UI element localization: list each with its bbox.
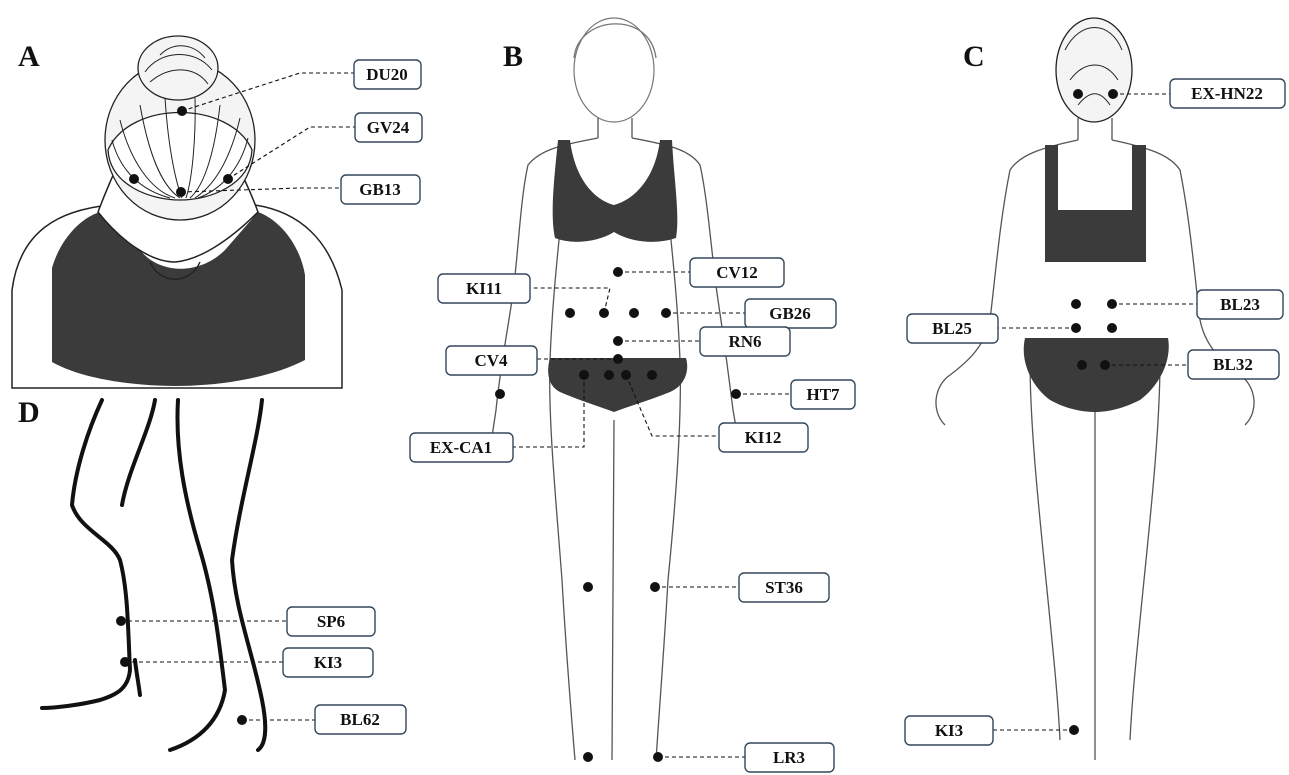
point-lr3: LR3	[583, 743, 834, 772]
label-ki3-back: KI3	[935, 721, 963, 740]
body-front-illustration	[490, 18, 740, 760]
point-ki11: KI11	[438, 274, 610, 318]
panel-b-letter: B	[503, 40, 523, 73]
body-back-illustration	[936, 18, 1254, 760]
label-cv4: CV4	[474, 351, 508, 370]
panel-c: C	[936, 18, 1254, 760]
label-rn6: RN6	[728, 332, 761, 351]
label-ex-ca1: EX-CA1	[430, 438, 492, 457]
panel-c-letter: C	[963, 40, 985, 73]
label-bl23: BL23	[1220, 295, 1260, 314]
label-ex-hn22: EX-HN22	[1191, 84, 1263, 103]
point-ki3-legs: KI3	[120, 648, 373, 677]
label-ki11: KI11	[466, 279, 502, 298]
head-top-illustration	[12, 36, 342, 388]
label-ki12: KI12	[745, 428, 782, 447]
label-ht7: HT7	[806, 385, 840, 404]
point-st36: ST36	[583, 573, 829, 602]
panel-a-letter: A	[18, 40, 40, 73]
point-cv12: CV12	[613, 258, 784, 287]
label-sp6: SP6	[317, 612, 345, 631]
panel-a: A	[12, 36, 342, 388]
point-ki3-back: KI3	[905, 716, 1079, 745]
panel-d-letter: D	[18, 396, 40, 429]
point-rn6: RN6	[613, 327, 790, 356]
label-du20: DU20	[366, 65, 408, 84]
label-gv24: GV24	[367, 118, 410, 137]
label-lr3: LR3	[773, 748, 805, 767]
point-gb26: GB26	[629, 299, 836, 328]
label-bl32: BL32	[1213, 355, 1253, 374]
panel-b: B	[490, 18, 740, 760]
label-ki3-legs: KI3	[314, 653, 342, 672]
label-cv12: CV12	[716, 263, 758, 282]
label-gb13: GB13	[359, 180, 401, 199]
label-gb26: GB26	[769, 304, 811, 323]
point-bl23: BL23	[1071, 290, 1283, 319]
label-st36: ST36	[765, 578, 803, 597]
label-bl25: BL25	[932, 319, 972, 338]
panel-d: D	[18, 396, 265, 750]
legs-illustration	[42, 400, 265, 750]
label-bl62: BL62	[340, 710, 380, 729]
